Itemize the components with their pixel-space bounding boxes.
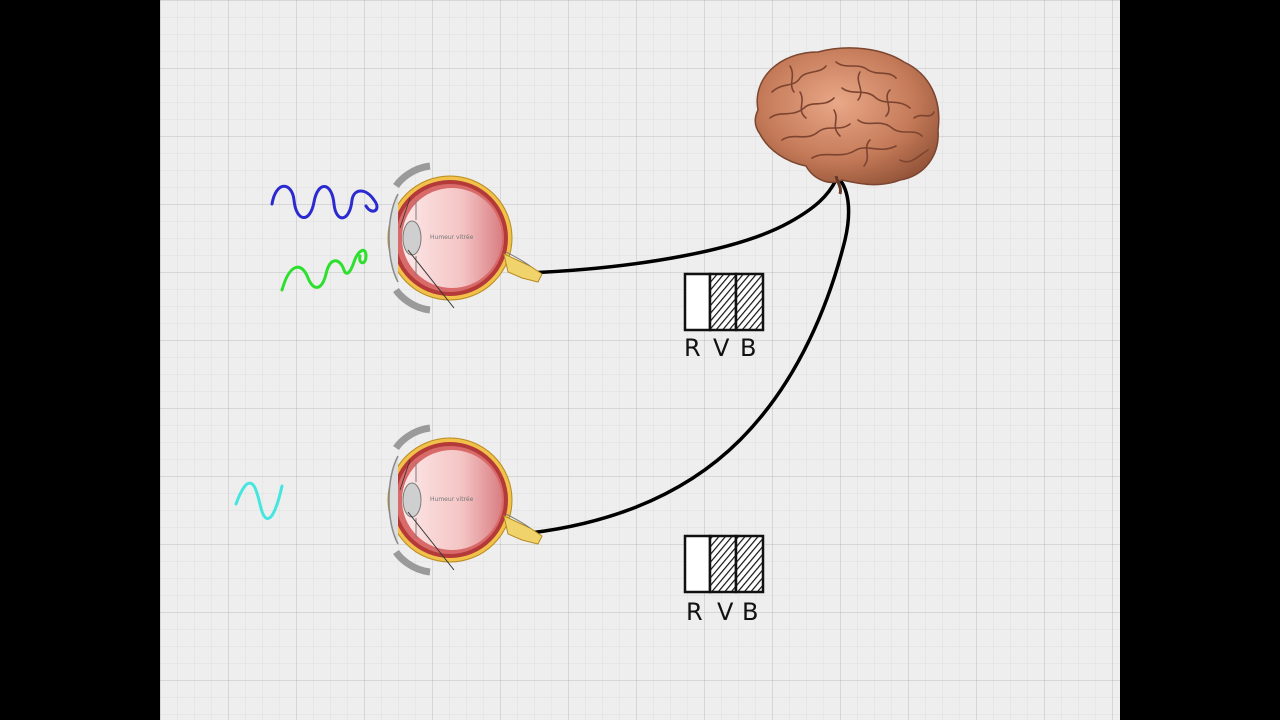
eye-bottom: Humeur vitrée [388, 428, 542, 572]
label-v: V [717, 598, 735, 626]
v-bar [708, 272, 738, 332]
eye-top: Humeur vitrée [388, 166, 542, 310]
eye-bottom-label: Humeur vitrée [430, 496, 474, 503]
optic-nerve-bottom [528, 178, 851, 535]
cyan-light-wave [234, 481, 284, 521]
blue-light-wave [270, 184, 379, 220]
r-bar [683, 272, 712, 332]
rvb-meter-bottom: R V B [683, 534, 765, 626]
v-bar [708, 534, 738, 594]
label-r: R [686, 598, 705, 626]
label-v: V [713, 334, 731, 362]
b-bar [734, 534, 765, 594]
b-bar [734, 272, 765, 332]
rvb-meter-top: R V B [683, 272, 765, 362]
label-r: R [684, 334, 703, 362]
green-light-wave [280, 248, 368, 292]
optic-nerve-top [526, 178, 838, 275]
r-bar [683, 534, 712, 594]
grid-board [160, 0, 1120, 720]
brain-illustration [754, 47, 940, 195]
label-b: B [742, 598, 760, 626]
eye-top-label: Humeur vitrée [430, 234, 474, 241]
label-b: B [740, 334, 758, 362]
